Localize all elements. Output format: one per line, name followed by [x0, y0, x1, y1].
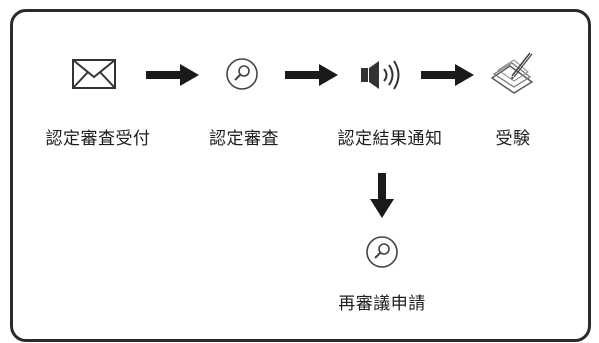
magnifier-icon	[226, 58, 258, 90]
step-label-2: 認定審査	[209, 129, 279, 149]
envelope-icon	[72, 59, 116, 89]
arrow-down	[370, 173, 394, 218]
paper-pen-icon	[490, 52, 534, 94]
step-label-4: 受験	[495, 129, 531, 149]
flow-diagram-frame	[10, 9, 591, 342]
arrow-right-3	[421, 64, 474, 86]
step-label-3: 認定結果通知	[337, 129, 443, 149]
branch-label: 再審議申請	[338, 294, 426, 314]
arrow-right-2	[285, 64, 338, 86]
speaker-icon	[361, 60, 400, 90]
magnifier-icon	[366, 236, 398, 268]
step-label-1: 認定審査受付	[45, 129, 151, 149]
arrow-right-1	[146, 64, 199, 86]
